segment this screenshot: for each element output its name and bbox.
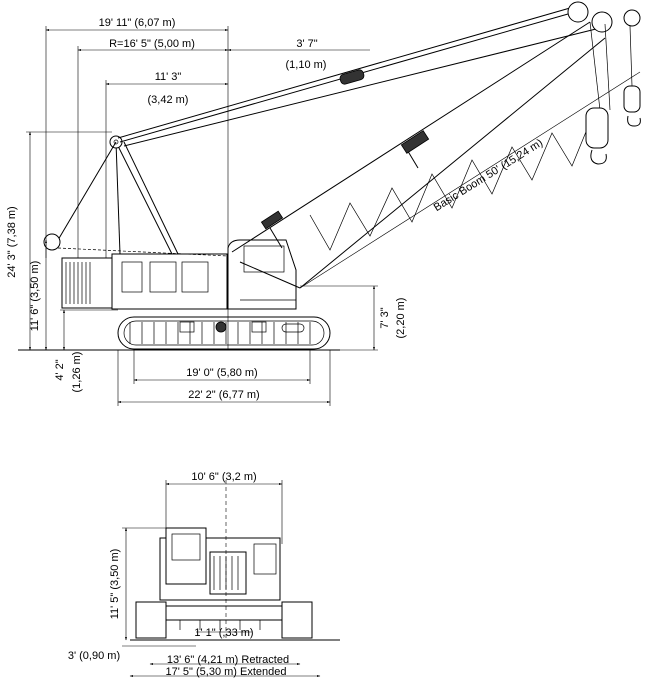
- lattice-boom: [231, 21, 606, 289]
- dim-track-length: 19' 0" (5,80 m): [186, 367, 257, 379]
- carbody: [165, 605, 283, 621]
- counterweight: [61, 257, 113, 309]
- rear-dim-retracted: 13' 6" (4,21 m) Retracted: [167, 654, 289, 666]
- rear-cab: [165, 527, 207, 585]
- gantry-mast: [43, 135, 229, 257]
- dim-mast-length: 11' 3": [155, 71, 182, 83]
- dim-overall-height: 24' 3" (7,38 m): [6, 206, 18, 277]
- rear-dim-extended: 17' 5" (5,30 m) Extended: [166, 666, 287, 678]
- dim-mast-length-metric: (3,42 m): [148, 94, 189, 106]
- dim-cab-height: 11' 6" (3,50 m): [29, 261, 41, 332]
- dim-pivot-height-metric: (2,20 m): [395, 298, 407, 339]
- operator-cab: [227, 239, 297, 310]
- dim-clearance: 4' 2": [54, 359, 66, 380]
- right-track: [281, 601, 313, 639]
- dim-boom-label: Basic Boom 50' (15,24 m): [432, 137, 545, 214]
- dim-pivot-height: 7' 3": [379, 307, 391, 328]
- aux-hook-block: [623, 85, 641, 113]
- boom-pendants: [117, 7, 601, 147]
- rear-engine: [209, 551, 247, 595]
- rear-dim-offset: 3' (0,90 m): [68, 650, 120, 662]
- aux-hook-icon: [627, 115, 641, 127]
- crawler-track: [117, 316, 331, 350]
- dim-total-radius: 19' 11" (6,07 m): [99, 17, 176, 29]
- dim-tail-radius: R=16' 5" (5,00 m): [109, 38, 195, 50]
- dim-overall-length: 22' 2" (6,77 m): [188, 389, 259, 401]
- side-dimensions: 19' 11" (6,07 m) R=16' 5" (5,00 m) 3' 7"…: [6, 17, 641, 406]
- rear-view: 10' 6" (3,2 m) 11' 5" (3,50 m) 3' (0,90 …: [68, 471, 340, 678]
- rear-dim-track-shoe: 1' 1" (,33 m): [194, 627, 253, 639]
- dim-jib-offset-metric: (1,10 m): [286, 59, 327, 71]
- main-hook-icon: [590, 149, 607, 165]
- swivel-icon: [215, 321, 227, 333]
- side-view: 19' 11" (6,07 m) R=16' 5" (5,00 m) 3' 7"…: [6, 1, 641, 406]
- left-track: [135, 601, 167, 639]
- upper-body: [61, 239, 297, 310]
- rear-dim-width: 10' 6" (3,2 m): [191, 471, 256, 483]
- main-hook-block: [585, 107, 609, 149]
- rear-dim-height: 11' 5" (3,50 m): [109, 549, 121, 620]
- boom-head: [567, 1, 641, 165]
- rear-cab-window: [171, 533, 201, 561]
- dim-clearance-metric: (1,26 m): [71, 352, 83, 393]
- dim-jib-offset: 3' 7": [296, 38, 317, 50]
